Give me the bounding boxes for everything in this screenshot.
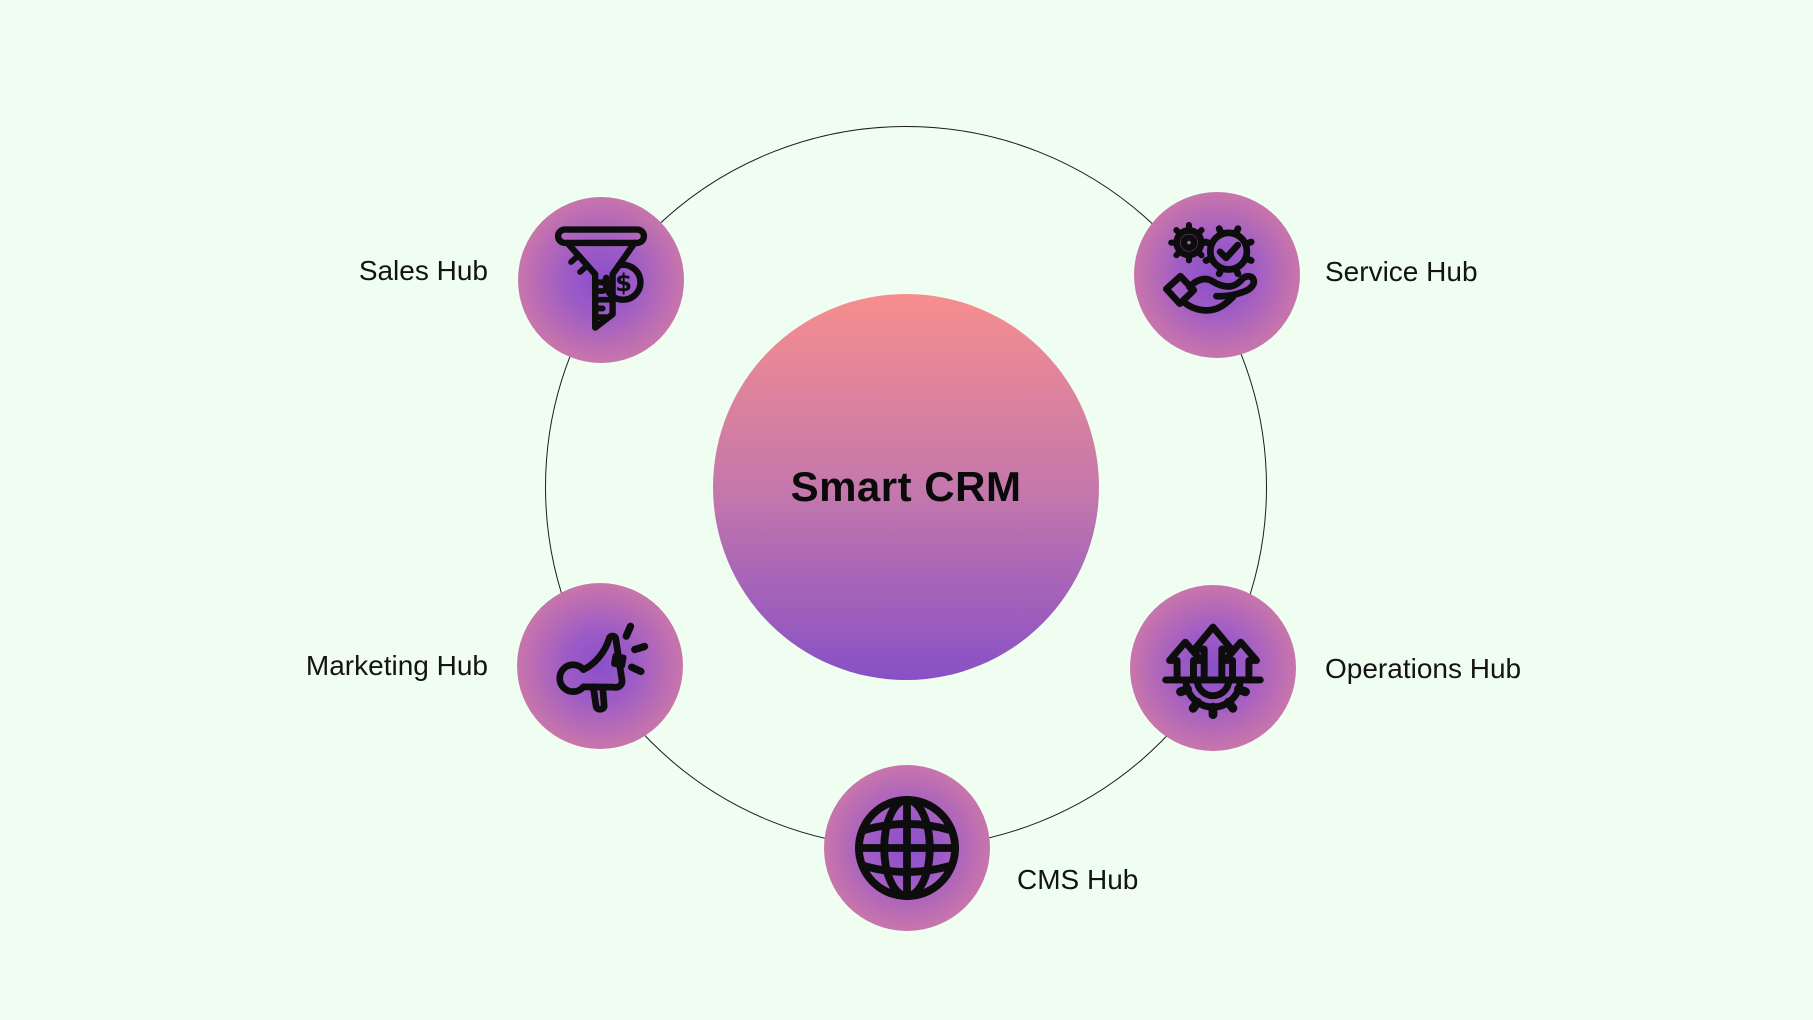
hub-label-service: Service Hub bbox=[1325, 256, 1478, 287]
funnel-dollar-icon: $ bbox=[554, 226, 648, 331]
megaphone-icon bbox=[556, 622, 649, 713]
hub-marketing bbox=[517, 583, 683, 749]
hub-cms bbox=[824, 765, 990, 931]
center-circle: Smart CRM bbox=[713, 294, 1099, 680]
up-arrows-gear-icon bbox=[1162, 623, 1264, 720]
hub-label-cms: CMS Hub bbox=[1017, 864, 1139, 895]
hub-label-operations: Operations Hub bbox=[1325, 653, 1522, 684]
globe-icon bbox=[855, 796, 959, 900]
hub-service bbox=[1134, 192, 1300, 358]
hub-label-marketing: Marketing Hub bbox=[305, 650, 488, 681]
hub-label-sales: Sales Hub bbox=[358, 255, 488, 286]
center-title: Smart CRM bbox=[790, 463, 1022, 510]
dollar-symbol: $ bbox=[615, 268, 632, 297]
hub-operations bbox=[1130, 585, 1296, 751]
hub-sales: $ bbox=[518, 197, 684, 363]
hand-gears-check-icon bbox=[1163, 221, 1258, 314]
